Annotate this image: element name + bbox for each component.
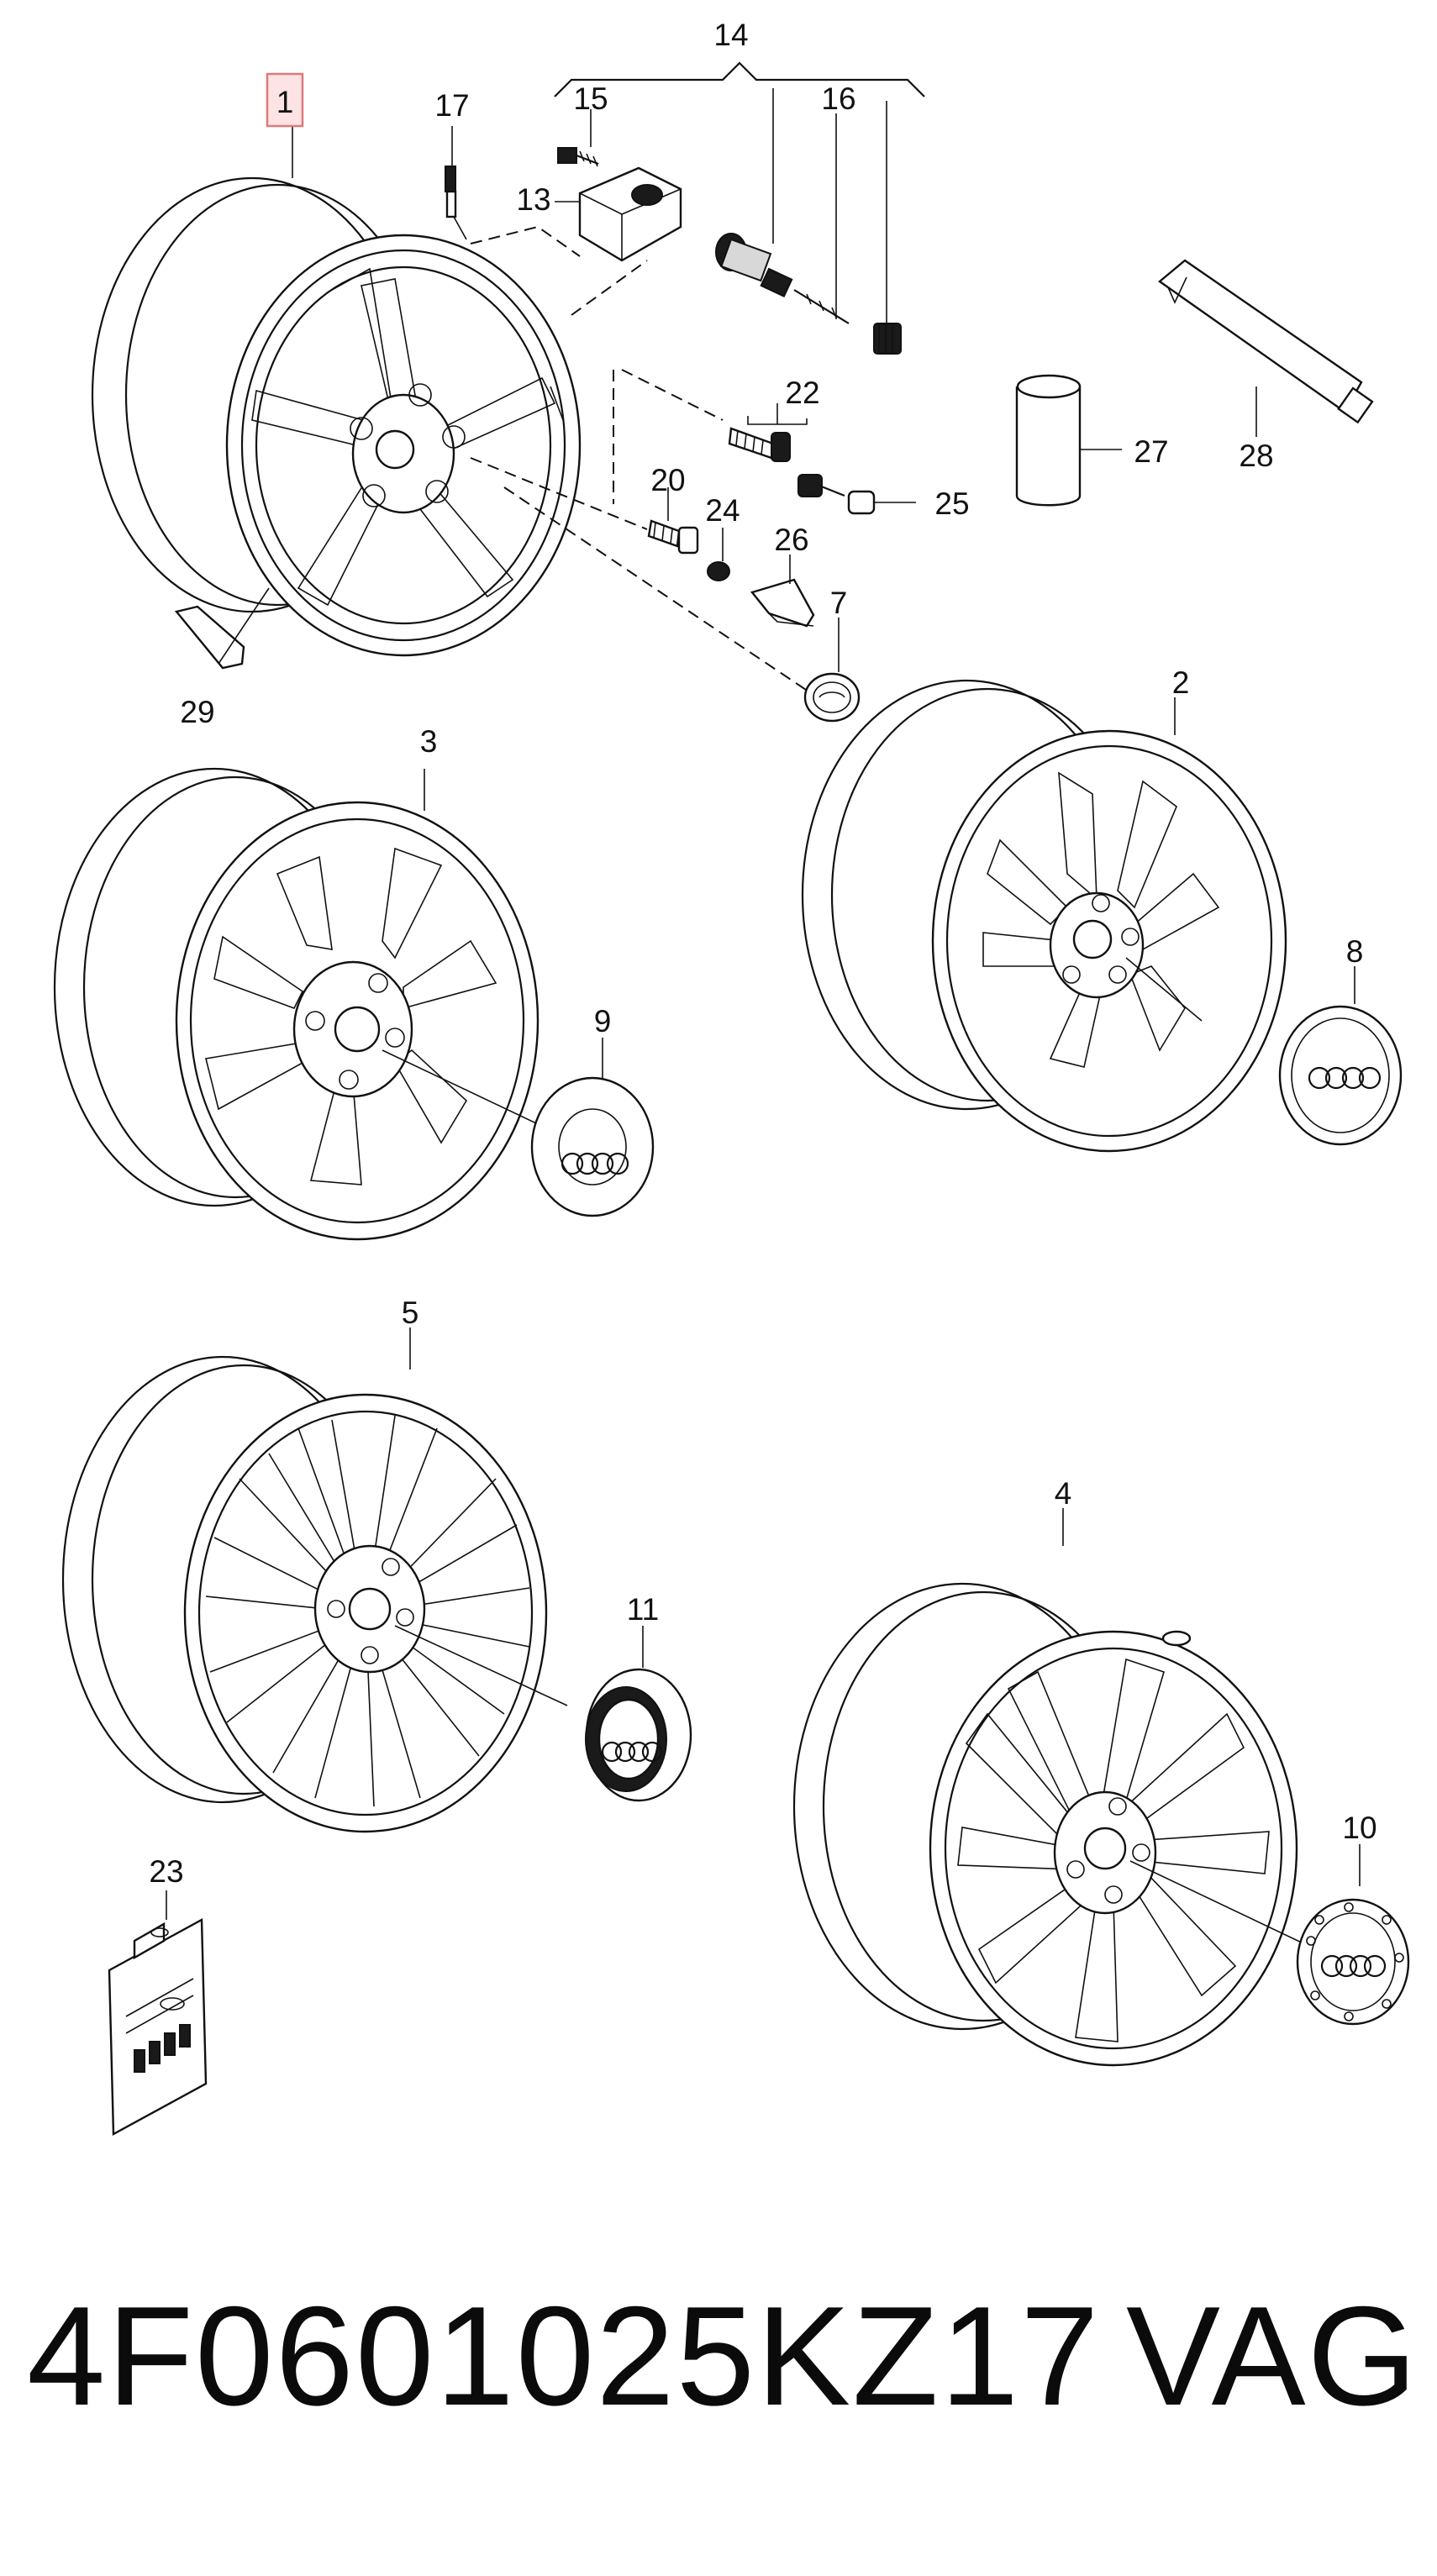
sensor-screw[interactable] [557, 147, 599, 167]
anti-theft-bolt[interactable] [728, 403, 808, 462]
part-number: 4F0601025KZ17 [27, 2277, 1101, 2435]
brand-label: VAG [1126, 2277, 1419, 2435]
callout-20[interactable]: 20 [650, 463, 685, 497]
wheel-2[interactable] [801, 679, 1287, 1153]
wheel-3[interactable] [53, 767, 551, 1241]
callout-10[interactable]: 10 [1342, 1811, 1376, 1845]
callout-1-highlight [266, 72, 304, 128]
tpms-valve-assembly[interactable] [715, 233, 850, 324]
wheel-1[interactable] [91, 176, 582, 657]
wheel-bolt[interactable] [647, 487, 699, 555]
tpms-sensor[interactable] [578, 166, 682, 262]
callout-8[interactable]: 8 [1346, 934, 1364, 969]
balance-weight[interactable] [174, 587, 270, 670]
wheel-5[interactable] [61, 1327, 568, 1833]
center-cap-11[interactable] [585, 1626, 692, 1802]
callout-15[interactable]: 15 [573, 81, 608, 116]
callout-13[interactable]: 13 [516, 182, 550, 217]
callout-14[interactable]: 14 [713, 18, 748, 52]
center-cap-10[interactable] [1296, 1844, 1410, 2026]
center-cap-9[interactable] [530, 1038, 655, 1217]
leader-lines [292, 109, 812, 694]
callout-29[interactable]: 29 [180, 695, 214, 729]
callout-4[interactable]: 4 [1055, 1476, 1072, 1511]
bracket-14 [554, 61, 925, 326]
callout-27[interactable]: 27 [1134, 434, 1168, 469]
callout-17[interactable]: 17 [434, 88, 469, 123]
callout-5[interactable]: 5 [402, 1296, 419, 1330]
callout-24[interactable]: 24 [705, 493, 740, 528]
center-cap-8[interactable] [1278, 966, 1403, 1146]
callout-9[interactable]: 9 [594, 1004, 612, 1038]
callout-23[interactable]: 23 [149, 1854, 183, 1889]
callout-3[interactable]: 3 [420, 724, 438, 759]
wheel-nut[interactable] [797, 474, 916, 515]
callout-11[interactable]: 11 [627, 1592, 659, 1627]
center-cap-7[interactable] [803, 618, 861, 723]
valve-kit-package[interactable] [108, 1890, 208, 2136]
lubricant-can[interactable] [1015, 374, 1122, 507]
callout-28[interactable]: 28 [1239, 439, 1273, 473]
callout-22[interactable]: 22 [785, 376, 819, 410]
paste-tube[interactable] [1158, 259, 1374, 437]
wheel-4[interactable] [792, 1508, 1308, 2067]
callout-26[interactable]: 26 [774, 523, 808, 557]
callout-16[interactable]: 16 [821, 81, 855, 116]
callout-2[interactable]: 2 [1172, 665, 1190, 700]
callout-1[interactable]: 1 [276, 85, 294, 119]
removal-tool[interactable] [750, 555, 815, 628]
callout-labels: 1 17 14 15 16 13 22 27 28 20 24 25 26 7 … [149, 18, 1376, 1889]
valve-stem[interactable] [445, 166, 467, 240]
lock-cap[interactable] [707, 528, 730, 581]
callout-7[interactable]: 7 [830, 586, 848, 620]
callout-25[interactable]: 25 [934, 486, 969, 521]
valve-cap[interactable] [873, 323, 902, 355]
